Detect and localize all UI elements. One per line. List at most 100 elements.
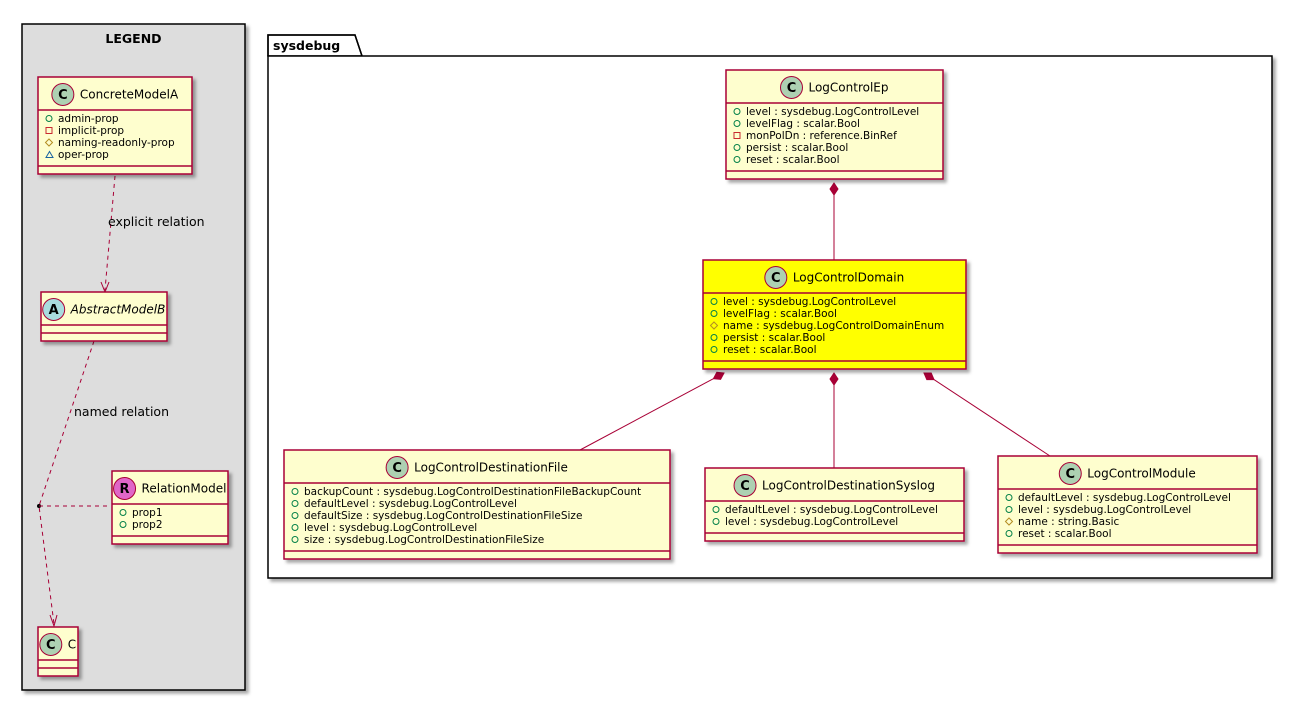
class-attribute: reset : scalar.Bool <box>733 154 840 166</box>
attribute-text: levelFlag : scalar.Bool <box>723 308 837 320</box>
public-visibility-icon <box>712 518 720 525</box>
class-spot-letter: C <box>740 479 750 494</box>
private-visibility-icon <box>733 132 741 139</box>
protected-visibility-icon <box>1004 517 1014 526</box>
class-box <box>702 259 967 370</box>
composition-edges <box>579 182 1051 468</box>
attribute-text: reset : scalar.Bool <box>1018 528 1112 540</box>
class-attribute: name : string.Basic <box>1004 516 1119 528</box>
composition-log-control-ep-log-control-domain <box>829 182 839 260</box>
class-name: LogControlDestinationSyslog <box>762 479 935 493</box>
attribute-text: prop2 <box>132 519 163 531</box>
public-visibility-icon <box>1005 506 1013 513</box>
class-spot-icon <box>733 474 757 497</box>
class-attribute: level : sysdebug.LogControlLevel <box>291 522 477 534</box>
public-visibility-icon <box>712 506 720 513</box>
class-spot-letter: C <box>58 88 68 103</box>
class-attribute: level : sysdebug.LogControlLevel <box>733 106 919 118</box>
class-concrete-model-a[interactable]: C ConcreteModelA admin-propimplicit-propna… <box>37 76 193 175</box>
composition-line <box>933 379 1051 457</box>
named-relation-edge <box>38 340 95 625</box>
attribute-text: defaultLevel : sysdebug.LogControlLevel <box>1018 492 1231 504</box>
attribute-text: level : sysdebug.LogControlLevel <box>723 296 896 308</box>
named-relation-label: named relation <box>74 404 169 419</box>
class-attribute: defaultSize : sysdebug.LogControlDestina… <box>291 510 582 522</box>
attribute-text: defaultLevel : sysdebug.LogControlLevel <box>304 498 517 510</box>
composition-diamond <box>829 372 839 386</box>
package-name: sysdebug <box>273 38 340 53</box>
class-attribute: defaultLevel : sysdebug.LogControlLevel <box>291 498 517 510</box>
attribute-text: level : sysdebug.LogControlLevel <box>725 516 898 528</box>
class-attribute: monPolDn : reference.BinRef <box>733 130 897 142</box>
attribute-text: name : string.Basic <box>1018 516 1119 528</box>
public-visibility-icon <box>733 156 741 163</box>
composition-log-control-domain-log-control-destination-file <box>579 371 725 451</box>
class-attribute: prop2 <box>119 519 163 531</box>
class-attribute: oper-prop <box>45 149 109 161</box>
explicit-relation-label: explicit relation <box>108 214 205 229</box>
attribute-text: naming-readonly-prop <box>58 137 175 149</box>
public-visibility-icon <box>291 524 299 531</box>
class-attribute: levelFlag : scalar.Bool <box>733 118 860 130</box>
class-attribute: level : sysdebug.LogControlLevel <box>712 516 898 528</box>
public-visibility-icon <box>710 334 718 341</box>
attribute-text: level : sysdebug.LogControlLevel <box>1018 504 1191 516</box>
composition-log-control-domain-log-control-module <box>923 372 1051 457</box>
attribute-text: size : sysdebug.LogControlDestinationFil… <box>304 534 544 546</box>
public-visibility-icon <box>733 120 741 127</box>
public-visibility-icon <box>291 488 299 495</box>
class-attribute: level : sysdebug.LogControlLevel <box>1005 504 1191 516</box>
class-spot-letter: C <box>46 638 56 653</box>
composition-diamond <box>712 371 725 380</box>
class-name: RelationModel <box>142 482 227 496</box>
class-attribute: defaultLevel : sysdebug.LogControlLevel <box>1005 492 1231 504</box>
class-box <box>997 455 1258 554</box>
class-attribute: persist : scalar.Bool <box>710 332 825 344</box>
public-visibility-icon <box>291 500 299 507</box>
public-visibility-icon <box>45 115 53 122</box>
class-name: LogControlDomain <box>793 271 904 285</box>
public-visibility-icon <box>291 536 299 543</box>
composition-line <box>579 378 714 451</box>
attribute-text: admin-prop <box>58 113 119 125</box>
composition-log-control-domain-log-control-destination-syslog <box>829 372 839 468</box>
class-spot-icon <box>42 298 66 321</box>
class-box <box>283 449 671 560</box>
attribute-text: prop1 <box>132 507 163 519</box>
package-tab-redraw <box>267 34 363 57</box>
class-attribute: implicit-prop <box>45 125 124 137</box>
attribute-text: persist : scalar.Bool <box>723 332 825 344</box>
protected-visibility-icon <box>44 138 54 147</box>
legend-panel: LEGEND explicit relation named relation … <box>21 23 246 691</box>
attribute-text: level : sysdebug.LogControlLevel <box>746 106 919 118</box>
package-visibility-icon <box>45 150 54 158</box>
class-spot-letter: C <box>392 461 402 476</box>
attribute-text: level : sysdebug.LogControlLevel <box>304 522 477 534</box>
attribute-text: levelFlag : scalar.Bool <box>746 118 860 130</box>
class-attribute: levelFlag : scalar.Bool <box>710 308 837 320</box>
class-attribute: prop1 <box>119 507 163 519</box>
class-spot-letter: R <box>120 482 130 497</box>
class-attribute: reset : scalar.Bool <box>1005 528 1112 540</box>
class-spot-letter: A <box>49 303 59 318</box>
class-name: LogControlModule <box>1087 467 1195 481</box>
public-visibility-icon <box>1005 530 1013 537</box>
class-spot-letter: C <box>1066 467 1076 482</box>
public-visibility-icon <box>733 144 741 151</box>
protected-visibility-icon <box>709 321 719 330</box>
named-relation-arrowhead <box>49 614 58 628</box>
class-attribute: name : sysdebug.LogControlDomainEnum <box>709 320 944 332</box>
class-log-control-module[interactable]: C LogControlModule defaultLevel : sysdebug… <box>997 455 1258 554</box>
class-name: ConcreteModelA <box>80 88 179 102</box>
class-spot-icon <box>779 76 803 99</box>
public-visibility-icon <box>291 512 299 519</box>
